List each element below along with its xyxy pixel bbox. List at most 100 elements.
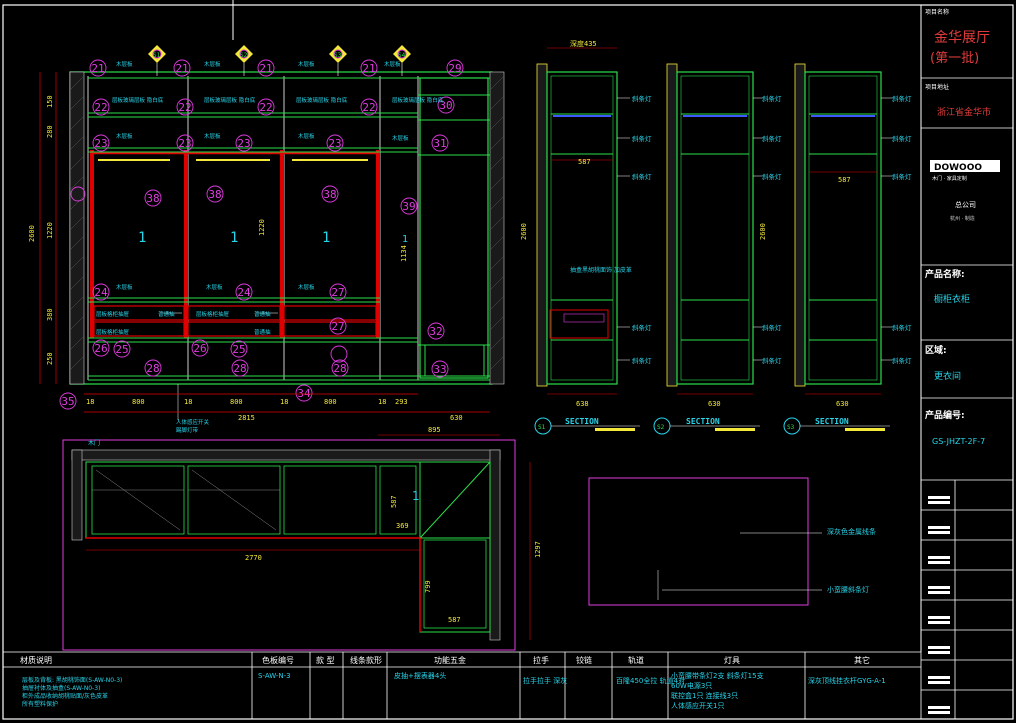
svg-text:31: 31 xyxy=(433,137,446,150)
section-title-s3: S3 SECTION xyxy=(783,417,890,435)
svg-text:联控盒1只 连接线3只: 联控盒1只 连接线3只 xyxy=(671,691,738,700)
svg-text:斜条灯: 斜条灯 xyxy=(892,172,912,181)
svg-text:DOWOOO: DOWOOO xyxy=(934,163,982,173)
svg-text:22: 22 xyxy=(362,101,375,114)
svg-text:24: 24 xyxy=(94,286,108,299)
svg-text:28: 28 xyxy=(233,362,246,375)
hanger-mark: 1 xyxy=(322,230,330,246)
svg-text:S1: S1 xyxy=(538,424,546,431)
svg-text:线条款形: 线条款形 xyxy=(350,655,382,665)
svg-text:587: 587 xyxy=(838,176,851,184)
svg-text:60W电源3只: 60W电源3只 xyxy=(671,681,712,690)
svg-text:21: 21 xyxy=(175,62,188,75)
svg-text:22: 22 xyxy=(178,101,191,114)
section-markers: S1 S2 S3 S4 xyxy=(148,45,411,76)
svg-text:S4: S4 xyxy=(398,52,406,59)
hanger-mark: 1 xyxy=(138,230,146,246)
svg-text:铰链: 铰链 xyxy=(576,655,592,665)
svg-text:总公司: 总公司 xyxy=(955,200,976,209)
svg-text:斜条灯: 斜条灯 xyxy=(762,323,782,332)
svg-text:所有塑料保护: 所有塑料保护 xyxy=(22,700,58,708)
svg-text:24: 24 xyxy=(237,286,251,299)
svg-text:斜条灯: 斜条灯 xyxy=(762,172,782,181)
svg-text:人体感应开关: 人体感应开关 xyxy=(176,418,210,426)
section-views: 深度435 587 638 2600 抽盒黑胡桃面饰 加皮革 斜条灯 斜条灯 斜… xyxy=(520,39,912,435)
svg-text:层板玻璃层板 隐白底: 层板玻璃层板 隐白底 xyxy=(204,96,256,104)
svg-text:293: 293 xyxy=(395,398,408,406)
svg-text:功能五金: 功能五金 xyxy=(434,655,466,665)
drawing-frame xyxy=(2,4,1014,720)
svg-text:斜条灯: 斜条灯 xyxy=(632,356,652,365)
svg-text:S1: S1 xyxy=(153,52,161,59)
svg-text:587: 587 xyxy=(578,158,591,166)
svg-text:木层板: 木层板 xyxy=(116,132,133,140)
svg-text:27: 27 xyxy=(331,320,344,333)
svg-text:(第一批): (第一批) xyxy=(930,51,979,66)
svg-text:SECTION: SECTION xyxy=(686,417,720,426)
svg-text:280: 280 xyxy=(46,125,54,138)
svg-text:层板玻璃层板 隐白底: 层板玻璃层板 隐白底 xyxy=(112,96,164,104)
svg-text:木层板: 木层板 xyxy=(206,283,223,291)
svg-text:S3: S3 xyxy=(334,52,342,59)
svg-text:斜条灯: 斜条灯 xyxy=(892,134,912,143)
svg-text:2600: 2600 xyxy=(28,225,36,242)
svg-text:斜条灯: 斜条灯 xyxy=(892,323,912,332)
svg-text:斜条灯: 斜条灯 xyxy=(632,134,652,143)
svg-text:杭州 · 制造: 杭州 · 制造 xyxy=(950,215,975,222)
svg-text:1134: 1134 xyxy=(400,245,408,262)
svg-text:小蛮腰带条灯2支 斜条灯15支: 小蛮腰带条灯2支 斜条灯15支 xyxy=(671,671,764,680)
svg-text:369: 369 xyxy=(396,522,409,530)
svg-text:木门 · 家具定制: 木门 · 家具定制 xyxy=(932,175,967,182)
svg-text:25: 25 xyxy=(115,343,128,356)
svg-text:普通抽: 普通抽 xyxy=(254,328,271,336)
svg-text:2815: 2815 xyxy=(238,414,255,422)
svg-text:人体感应开关1只: 人体感应开关1只 xyxy=(671,701,724,710)
svg-text:1: 1 xyxy=(412,489,420,503)
svg-text:皮抽+摆表器4头: 皮抽+摆表器4头 xyxy=(394,671,446,680)
svg-text:款 型: 款 型 xyxy=(316,655,335,665)
svg-text:26: 26 xyxy=(94,342,107,355)
svg-text:更衣间: 更衣间 xyxy=(934,370,961,382)
svg-text:抽屉衬体及抽盒(S-AW-N0-3): 抽屉衬体及抽盒(S-AW-N0-3) xyxy=(22,684,100,692)
svg-text:23: 23 xyxy=(178,137,191,150)
svg-text:浙江省金华市: 浙江省金华市 xyxy=(937,106,991,118)
svg-text:35: 35 xyxy=(61,395,74,408)
svg-text:21: 21 xyxy=(91,62,104,75)
svg-text:层板格柜抽屉: 层板格柜抽屉 xyxy=(196,310,230,318)
svg-text:灯具: 灯具 xyxy=(724,655,740,665)
svg-text:39: 39 xyxy=(402,200,415,213)
svg-text:28: 28 xyxy=(146,362,159,375)
svg-text:层板及背板: 黑胡桃饰面(S-AW-N0-3): 层板及背板: 黑胡桃饰面(S-AW-N0-3) xyxy=(22,676,122,684)
svg-text:木层板: 木层板 xyxy=(116,60,133,68)
svg-text:色板编号: 色板编号 xyxy=(262,655,294,665)
svg-text:638: 638 xyxy=(576,400,589,408)
svg-text:895: 895 xyxy=(428,426,441,434)
svg-text:800: 800 xyxy=(230,398,243,406)
svg-text:S2: S2 xyxy=(657,424,665,431)
svg-text:1220: 1220 xyxy=(258,219,266,236)
svg-text:18: 18 xyxy=(378,398,386,406)
detail-view: 深灰色金属线条 小蛮腰斜条灯 xyxy=(588,477,876,606)
svg-text:层板玻璃层板 隐白底: 层板玻璃层板 隐白底 xyxy=(392,96,444,104)
callout-circles xyxy=(59,59,464,410)
svg-text:木层板: 木层板 xyxy=(116,283,133,291)
svg-text:23: 23 xyxy=(94,137,107,150)
svg-text:30: 30 xyxy=(439,99,452,112)
svg-text:1297: 1297 xyxy=(534,541,542,558)
svg-text:25: 25 xyxy=(232,343,245,356)
svg-text:587: 587 xyxy=(448,616,461,624)
svg-text:深度435: 深度435 xyxy=(570,39,597,48)
svg-text:S2: S2 xyxy=(240,52,248,59)
svg-text:38: 38 xyxy=(323,188,336,201)
svg-text:斜条灯: 斜条灯 xyxy=(762,134,782,143)
svg-text:橱柜衣柜: 橱柜衣柜 xyxy=(934,293,970,305)
hanger-mark: 1 xyxy=(402,234,408,245)
section-title-s1: S1 SECTION xyxy=(534,417,640,435)
svg-text:层板玻璃层板 隐白底: 层板玻璃层板 隐白底 xyxy=(296,96,348,104)
svg-text:800: 800 xyxy=(132,398,145,406)
svg-text:项目名称: 项目名称 xyxy=(925,8,949,16)
svg-text:拉手拉手 深灰: 拉手拉手 深灰 xyxy=(523,676,567,685)
svg-text:斜条灯: 斜条灯 xyxy=(762,356,782,365)
svg-text:产品编号:: 产品编号: xyxy=(925,409,965,421)
